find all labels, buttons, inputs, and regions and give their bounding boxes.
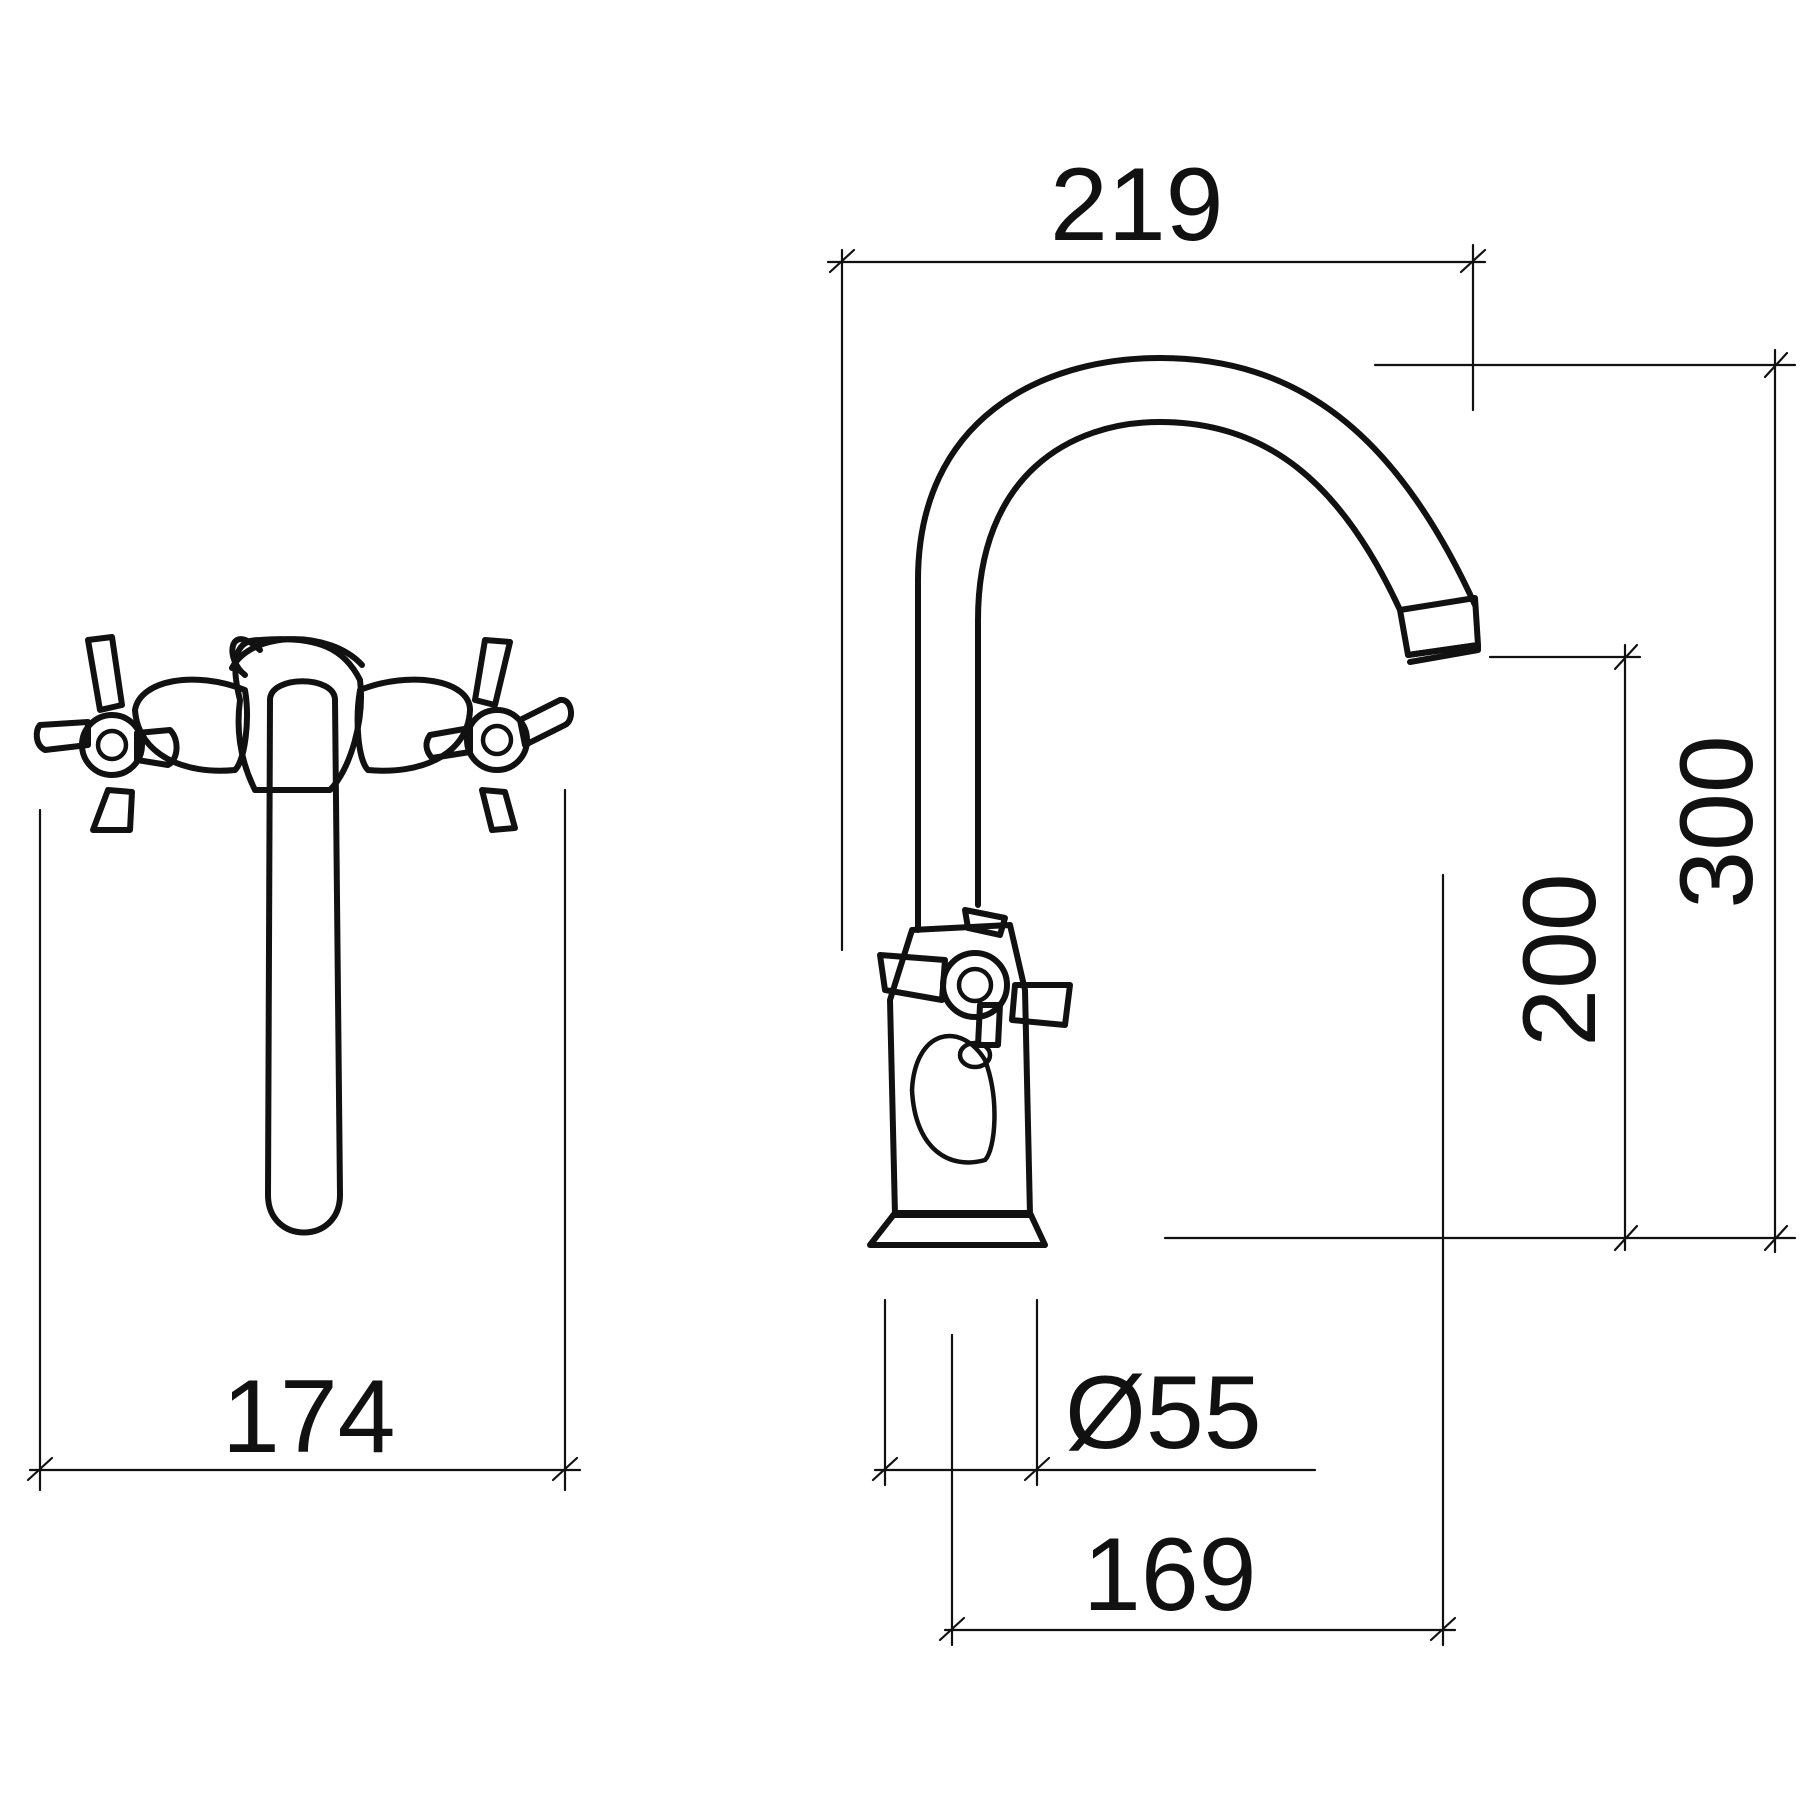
front-body-disc xyxy=(229,636,364,793)
front-spout xyxy=(265,678,343,1236)
front-right-handle xyxy=(423,637,574,833)
front-right-valve xyxy=(354,676,473,774)
side-base xyxy=(867,1210,1048,1248)
dim-300: 300 xyxy=(1163,348,1797,1254)
front-body-outer xyxy=(229,636,365,671)
dim-174: 174 xyxy=(26,788,582,1492)
front-left-valve xyxy=(132,676,250,774)
dim-label-300: 300 xyxy=(1659,735,1775,909)
dim-label-200: 200 xyxy=(1502,873,1618,1047)
front-view: 174 xyxy=(26,634,582,1492)
side-view: 219 300 200 Ø55 xyxy=(826,147,1797,1647)
dim-label-169: 169 xyxy=(1083,1517,1257,1633)
side-handle xyxy=(877,907,1073,1070)
front-left-handle xyxy=(33,634,180,833)
dim-label-219: 219 xyxy=(1050,147,1224,263)
side-body xyxy=(887,922,1033,1218)
dim-diameter: Ø55 xyxy=(871,1298,1317,1487)
dim-label-174: 174 xyxy=(222,1359,396,1475)
dim-219: 219 xyxy=(826,147,1487,952)
side-spout-outlet xyxy=(1405,642,1481,665)
side-spout xyxy=(915,355,1478,933)
side-spout-inner xyxy=(975,419,1403,908)
dim-169: 169 xyxy=(938,873,1457,1647)
dim-200: 200 xyxy=(1488,643,1642,1252)
dim-label-55: Ø55 xyxy=(1065,1355,1262,1471)
side-body-inner xyxy=(909,1033,997,1165)
